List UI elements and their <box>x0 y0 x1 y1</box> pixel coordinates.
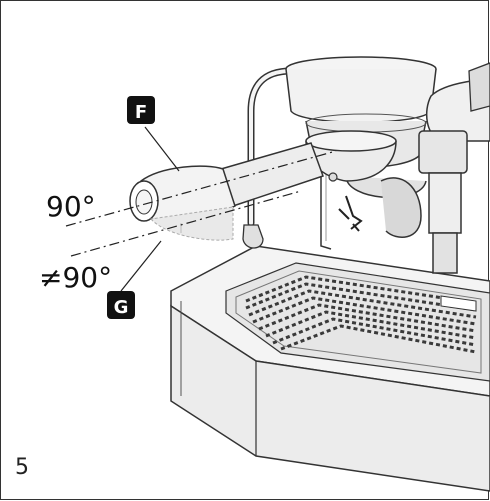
callout-f: F <box>127 96 155 124</box>
alignment-lines <box>65 150 337 257</box>
drip-grate <box>225 262 490 382</box>
callout-leaders <box>120 126 180 292</box>
steam-wand <box>242 67 295 249</box>
portafilter-spout <box>338 175 427 238</box>
step-number: 5 <box>15 455 29 480</box>
angle-correct-label: 90° <box>46 190 96 223</box>
callout-f-label: F <box>135 102 147 123</box>
callout-g: G <box>107 291 135 319</box>
portafilter <box>129 130 397 241</box>
callout-g-label: G <box>114 297 129 318</box>
side-lever <box>418 62 490 274</box>
angle-incorrect-label: ≠90° <box>39 261 112 294</box>
